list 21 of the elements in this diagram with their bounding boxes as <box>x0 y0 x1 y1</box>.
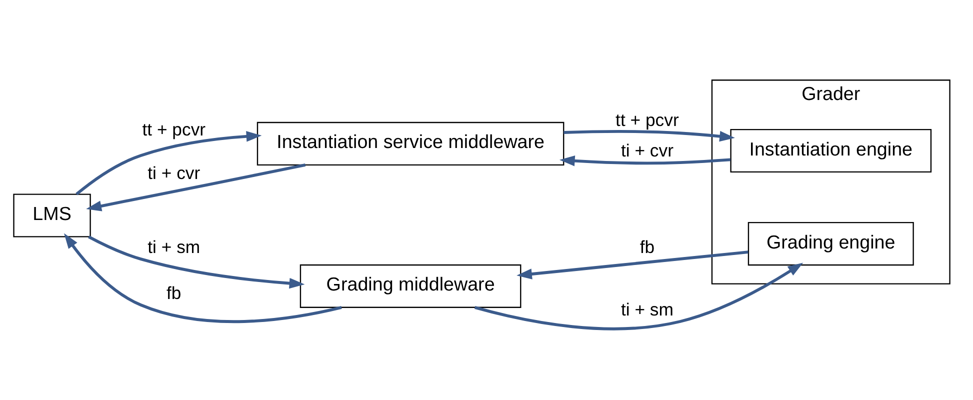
arrow <box>564 130 735 142</box>
arrow <box>88 236 305 289</box>
edge-label: tt + pcvr <box>616 110 679 130</box>
edge-label: ti + cvr <box>148 163 200 184</box>
node-box: LMS <box>13 194 91 238</box>
node-box: Instantiation engine <box>730 129 932 173</box>
arrow <box>559 156 731 166</box>
node-box: Grading engine <box>748 222 914 266</box>
edge-label: fb <box>640 237 655 258</box>
arrow <box>86 164 306 212</box>
arrow <box>516 250 748 280</box>
edge-label: ti + sm <box>620 300 674 320</box>
edge-label: ti + sm <box>148 237 200 258</box>
edge-label: ti + cvr <box>620 140 674 161</box>
edge-label: tt + pcvr <box>142 119 206 140</box>
edge-label: fb <box>166 283 182 304</box>
node-box: Instantiation service middleware <box>256 122 564 166</box>
node-box: Grading middleware <box>300 264 522 308</box>
arrow <box>64 233 342 324</box>
arrow <box>76 131 262 196</box>
arrow <box>474 262 804 330</box>
